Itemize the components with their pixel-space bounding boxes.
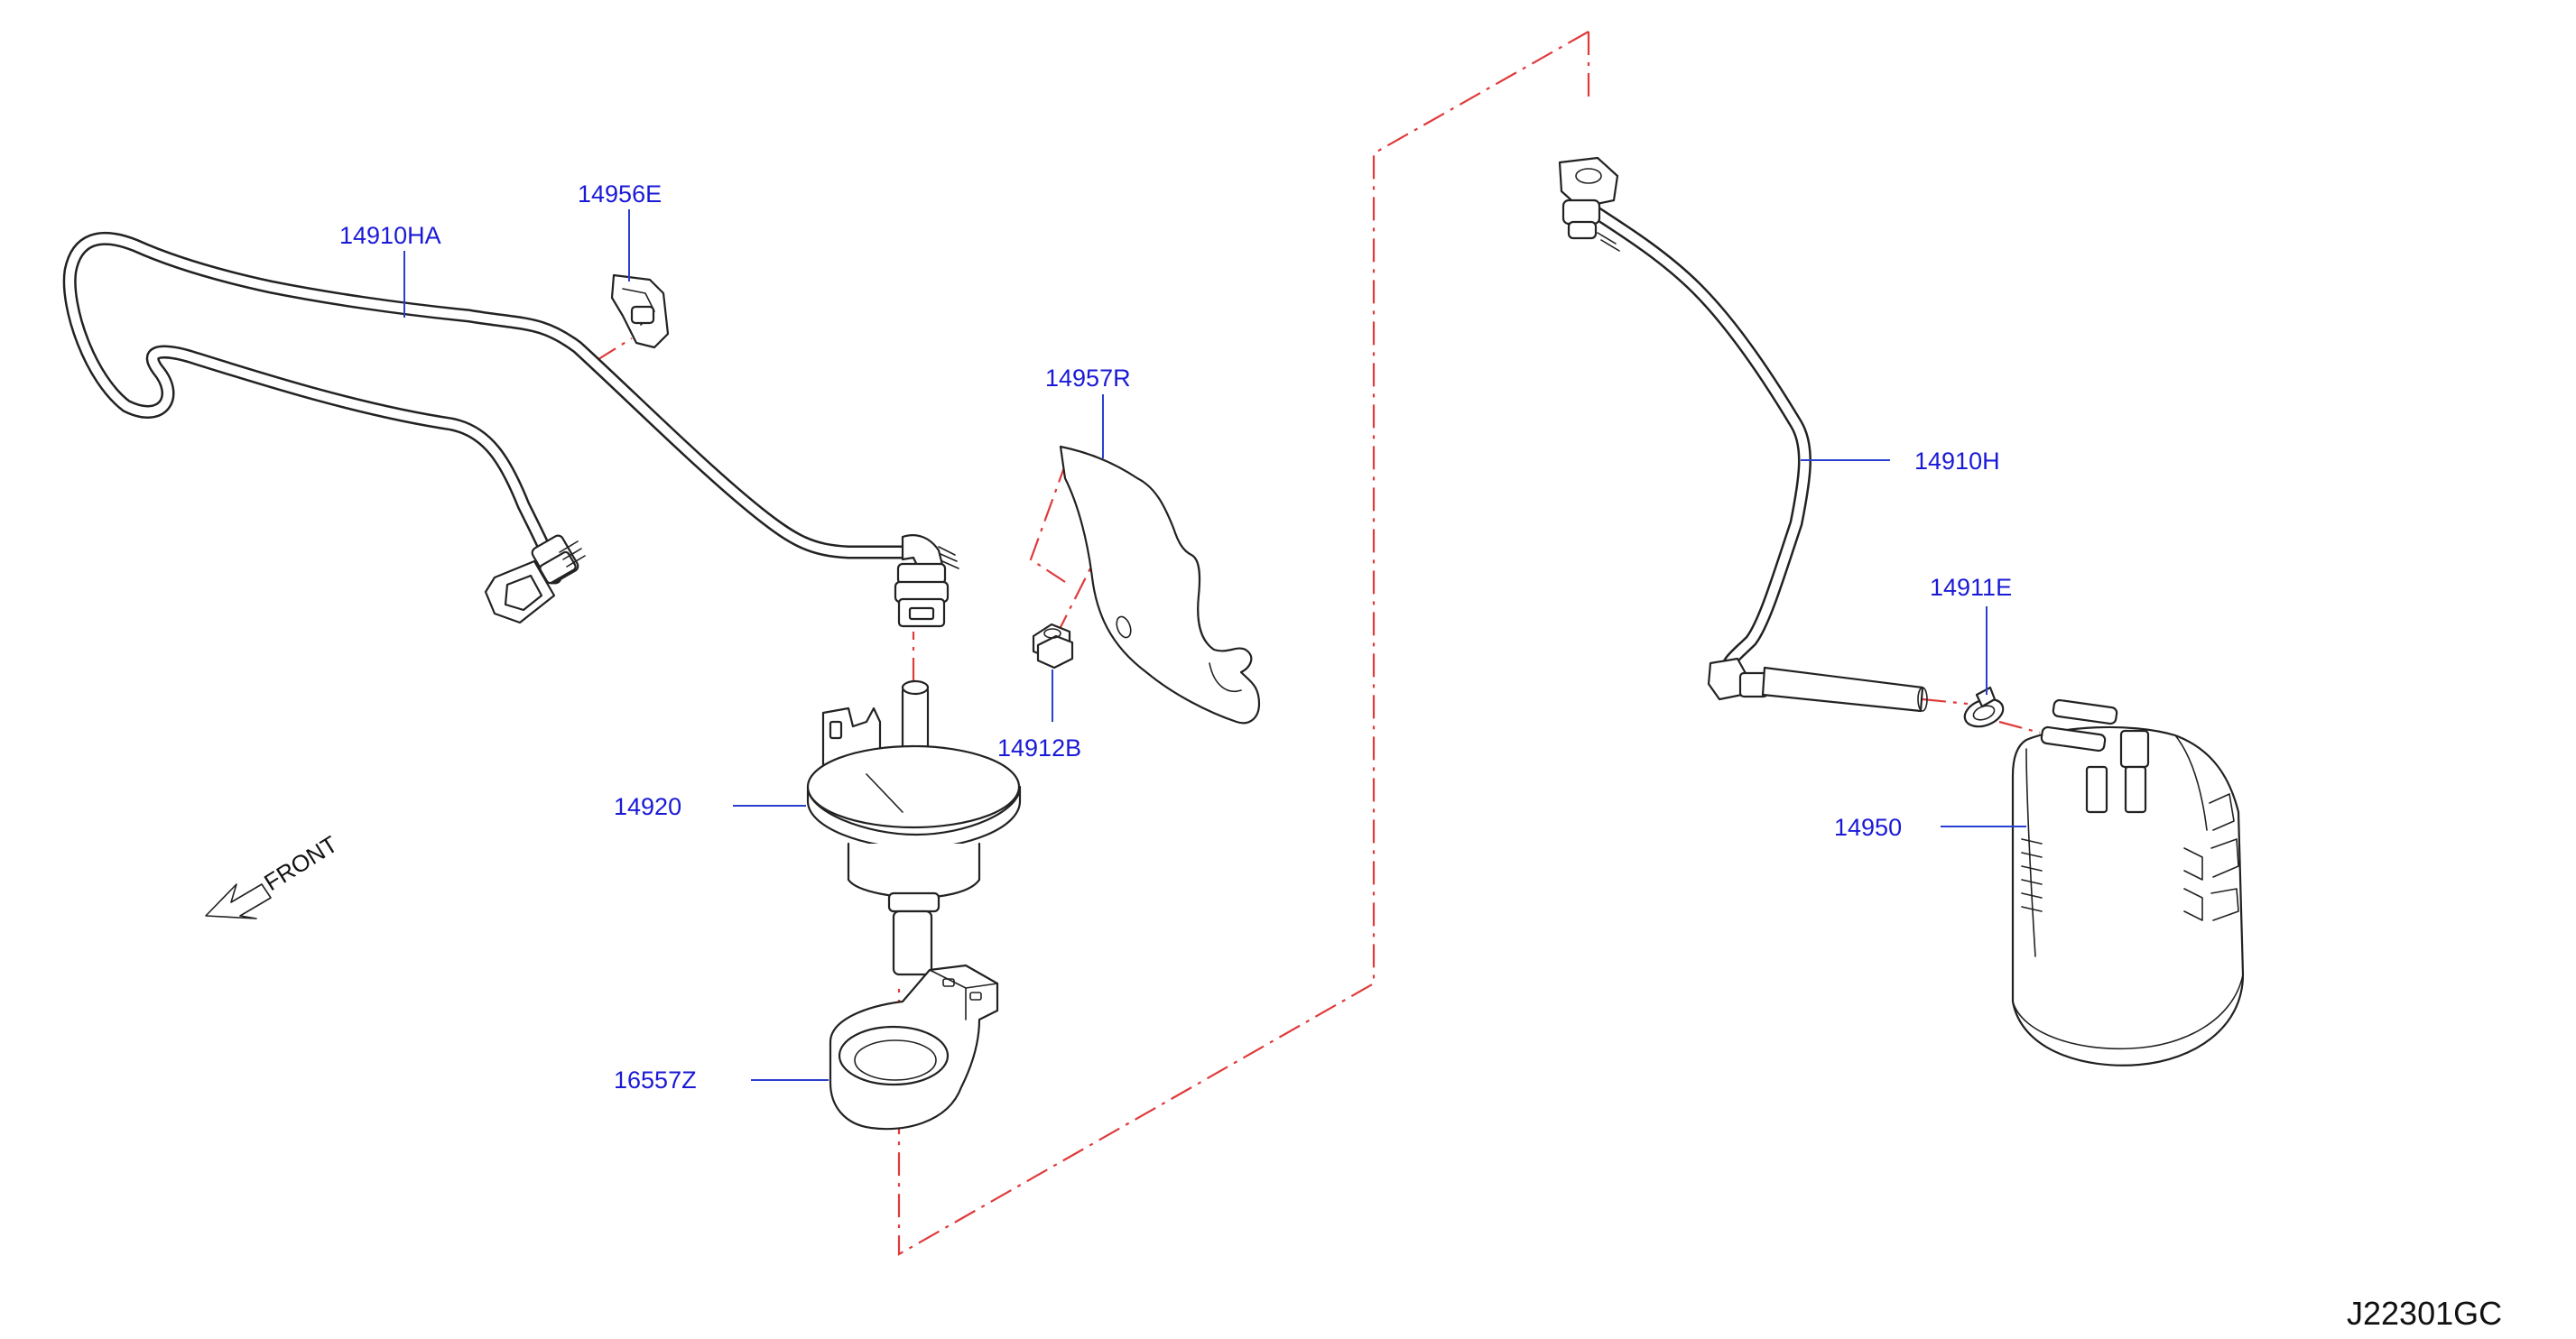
front-label: FRONT	[259, 830, 342, 896]
reference-code: J22301GC	[2347, 1295, 2502, 1332]
part-14910HA-hose[interactable]	[62, 232, 959, 628]
label-16557Z: 16557Z	[614, 1067, 697, 1094]
part-labels: 14910HA 14956E 14957R 14912B 14920 16557…	[339, 180, 2012, 1094]
part-16557Z-bracket[interactable]	[829, 964, 999, 1131]
hose-lower-connector	[1707, 657, 1928, 713]
front-direction-arrow: FRONT	[205, 830, 342, 919]
part-14956E-clip[interactable]	[610, 273, 670, 349]
part-14920-valve[interactable]	[806, 679, 1022, 976]
label-14950: 14950	[1834, 814, 1902, 841]
part-14910H-hose[interactable]	[1558, 156, 1928, 713]
label-14910H: 14910H	[1914, 448, 2000, 475]
label-14911E: 14911E	[1930, 574, 2012, 601]
label-14912B: 14912B	[997, 734, 1081, 762]
hose-connector-left	[484, 534, 586, 624]
label-14920: 14920	[614, 793, 681, 820]
label-14957R: 14957R	[1045, 365, 1131, 392]
part-14911E-clamp[interactable]	[1961, 686, 2007, 732]
part-14912B-nut[interactable]	[1032, 623, 1074, 670]
hose-top-connector	[1558, 156, 1620, 252]
hose-connector-right	[894, 534, 959, 628]
reference-dash-lines	[595, 31, 2041, 1256]
leader-lines	[403, 209, 2026, 1081]
label-14910HA: 14910HA	[339, 222, 441, 249]
part-14950-canister[interactable]	[2011, 698, 2245, 1067]
label-14956E: 14956E	[578, 180, 662, 208]
part-14957R-bracket[interactable]	[1059, 445, 1261, 725]
